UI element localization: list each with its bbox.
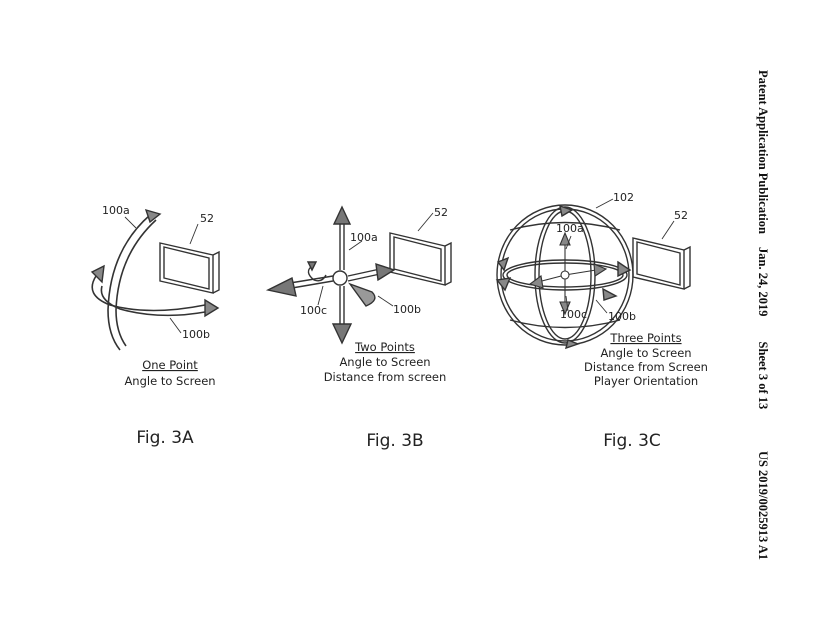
fig-3a-title: One Point [142,358,198,372]
publication-title: Patent Application Publication [756,70,771,247]
fig-3b-label-52: 52 [434,206,448,219]
fig-3a-screen [160,243,219,293]
fig-3a-label-100b: 100b [182,328,210,341]
fig-3b-line-2: Distance from screen [324,370,447,384]
fig-3a-leader-100a [125,217,136,228]
fig-3c-screen [633,238,690,289]
fig-3b-label-100b: 100b [393,303,421,316]
fig-3c-line-2: Distance from Screen [584,360,708,374]
fig-3b-down-arrow [333,324,351,343]
fig-3a-line-1: Angle to Screen [124,374,215,388]
fig-3b-up-arrow [334,207,350,224]
fig-3c-label-100a: 100a [556,222,584,235]
fig-3b-lower-cone [350,284,375,306]
sheet-number: Sheet 3 of 13 [756,342,771,451]
fig-3c-label-52: 52 [674,209,688,222]
fig-3c-label-100b: 100b [608,310,636,323]
fig-3a-vertical-arc [108,210,160,350]
fig-3b-label-100a: 100a [350,231,378,244]
fig-3c-caption: Fig. 3C [603,431,661,451]
fig-3c-drawing [497,199,690,348]
fig-3b-left-arrow [268,278,296,296]
patent-number: US 2019/0025913 A1 [756,451,771,560]
fig-3c-line-1: Angle to Screen [600,346,691,360]
fig-3b-joint [333,271,347,285]
fig-3b-drawing [268,207,451,343]
fig-3a-label-100a: 100a [102,204,130,217]
fig-3b-caption: Fig. 3B [366,431,423,451]
fig-3a-leader-52 [190,224,198,244]
fig-3b-screen [390,233,451,285]
fig-3c-label-102: 102 [613,191,634,204]
fig-3b-title: Two Points [354,340,415,354]
fig-3b-line-1: Angle to Screen [339,355,430,369]
fig-3c-title: Three Points [609,331,681,345]
patent-header: Patent Application Publication Jan. 24, … [748,70,778,560]
fig-3c-line-3: Player Orientation [594,374,698,388]
fig-3c-label-100c: 100c [560,308,587,321]
fig-3a-caption: Fig. 3A [136,428,194,448]
publication-date: Jan. 24, 2019 [756,247,771,342]
fig-3a-leader-100b [170,318,181,333]
fig-3a-label-52: 52 [200,212,214,225]
fig-3b-label-100c: 100c [300,304,327,317]
